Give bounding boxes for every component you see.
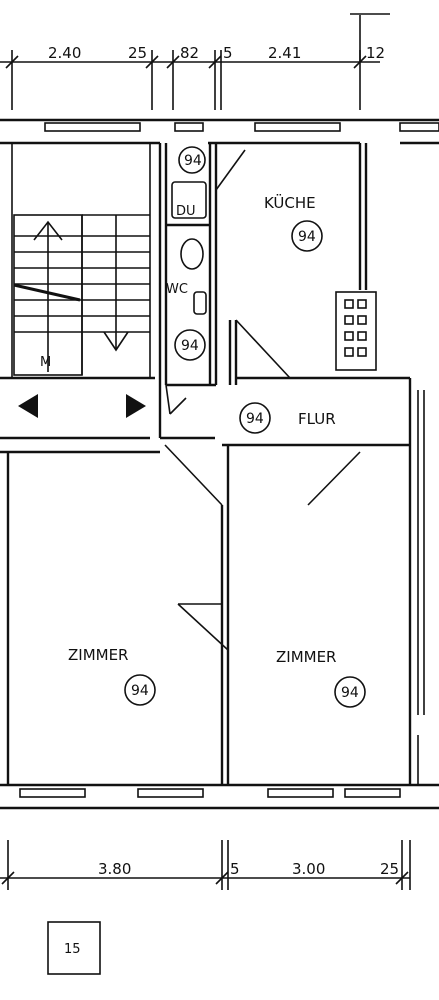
stove-icon bbox=[335, 291, 377, 371]
dimension-top-5: 12 bbox=[366, 44, 385, 62]
room-tag-left: 94 bbox=[131, 683, 149, 699]
stairwell bbox=[11, 143, 151, 378]
room-tag-circle bbox=[124, 674, 156, 706]
room-tag-kitchen: 94 bbox=[298, 229, 316, 245]
hall-doors bbox=[164, 444, 361, 506]
room-tag-bath-top: 94 bbox=[184, 153, 202, 169]
right-wall-windows bbox=[417, 390, 425, 785]
dimension-top-3: 5 bbox=[223, 44, 233, 62]
page-number-box bbox=[47, 921, 101, 975]
room-right-label: ZIMMER bbox=[276, 648, 336, 666]
wc-door bbox=[165, 384, 187, 415]
room-tag-right: 94 bbox=[341, 685, 359, 701]
dimension-top-0: 2.40 bbox=[48, 44, 81, 62]
stair-label: M bbox=[40, 355, 51, 370]
top-dimension-line bbox=[0, 13, 390, 110]
bathroom bbox=[158, 143, 218, 438]
page-number: 15 bbox=[64, 942, 81, 957]
dimension-bottom-1: 5 bbox=[230, 860, 240, 878]
hall-label: FLUR bbox=[298, 410, 336, 428]
room-walls bbox=[0, 445, 439, 810]
dimension-top-2: 82 bbox=[180, 44, 199, 62]
dimension-bottom-0: 3.80 bbox=[98, 860, 131, 878]
room-tag-circle bbox=[174, 329, 206, 361]
room-tag-circle bbox=[239, 402, 271, 434]
shower-fixture bbox=[171, 181, 207, 219]
room-tag-circle bbox=[291, 220, 323, 252]
room-tag-circle bbox=[334, 676, 366, 708]
arrow-right-icon bbox=[126, 394, 146, 418]
kitchen-doors bbox=[215, 149, 291, 379]
top-wall bbox=[0, 118, 439, 145]
wc-label: WC bbox=[166, 282, 188, 297]
bottom-dimension-line bbox=[0, 840, 411, 890]
top-windows bbox=[44, 122, 439, 132]
dimension-top-1: 25 bbox=[128, 44, 147, 62]
arrow-left-icon bbox=[18, 394, 38, 418]
dimension-bottom-3: 25 bbox=[380, 860, 399, 878]
landing bbox=[0, 376, 155, 440]
hall-walls bbox=[160, 376, 412, 447]
room-door bbox=[177, 603, 229, 651]
room-tag-wc: 94 bbox=[181, 338, 199, 354]
room-tag-circle bbox=[178, 146, 206, 174]
bottom-windows bbox=[19, 788, 401, 798]
room-left-label: ZIMMER bbox=[68, 646, 128, 664]
kitchen-label: KÜCHE bbox=[264, 193, 316, 212]
dimension-bottom-2: 3.00 bbox=[292, 860, 325, 878]
toilet-fixture bbox=[180, 238, 207, 315]
shower-label: DU bbox=[176, 204, 196, 219]
kitchen-walls bbox=[228, 143, 368, 385]
dimension-top-4: 2.41 bbox=[268, 44, 301, 62]
room-tag-hall: 94 bbox=[246, 411, 264, 427]
